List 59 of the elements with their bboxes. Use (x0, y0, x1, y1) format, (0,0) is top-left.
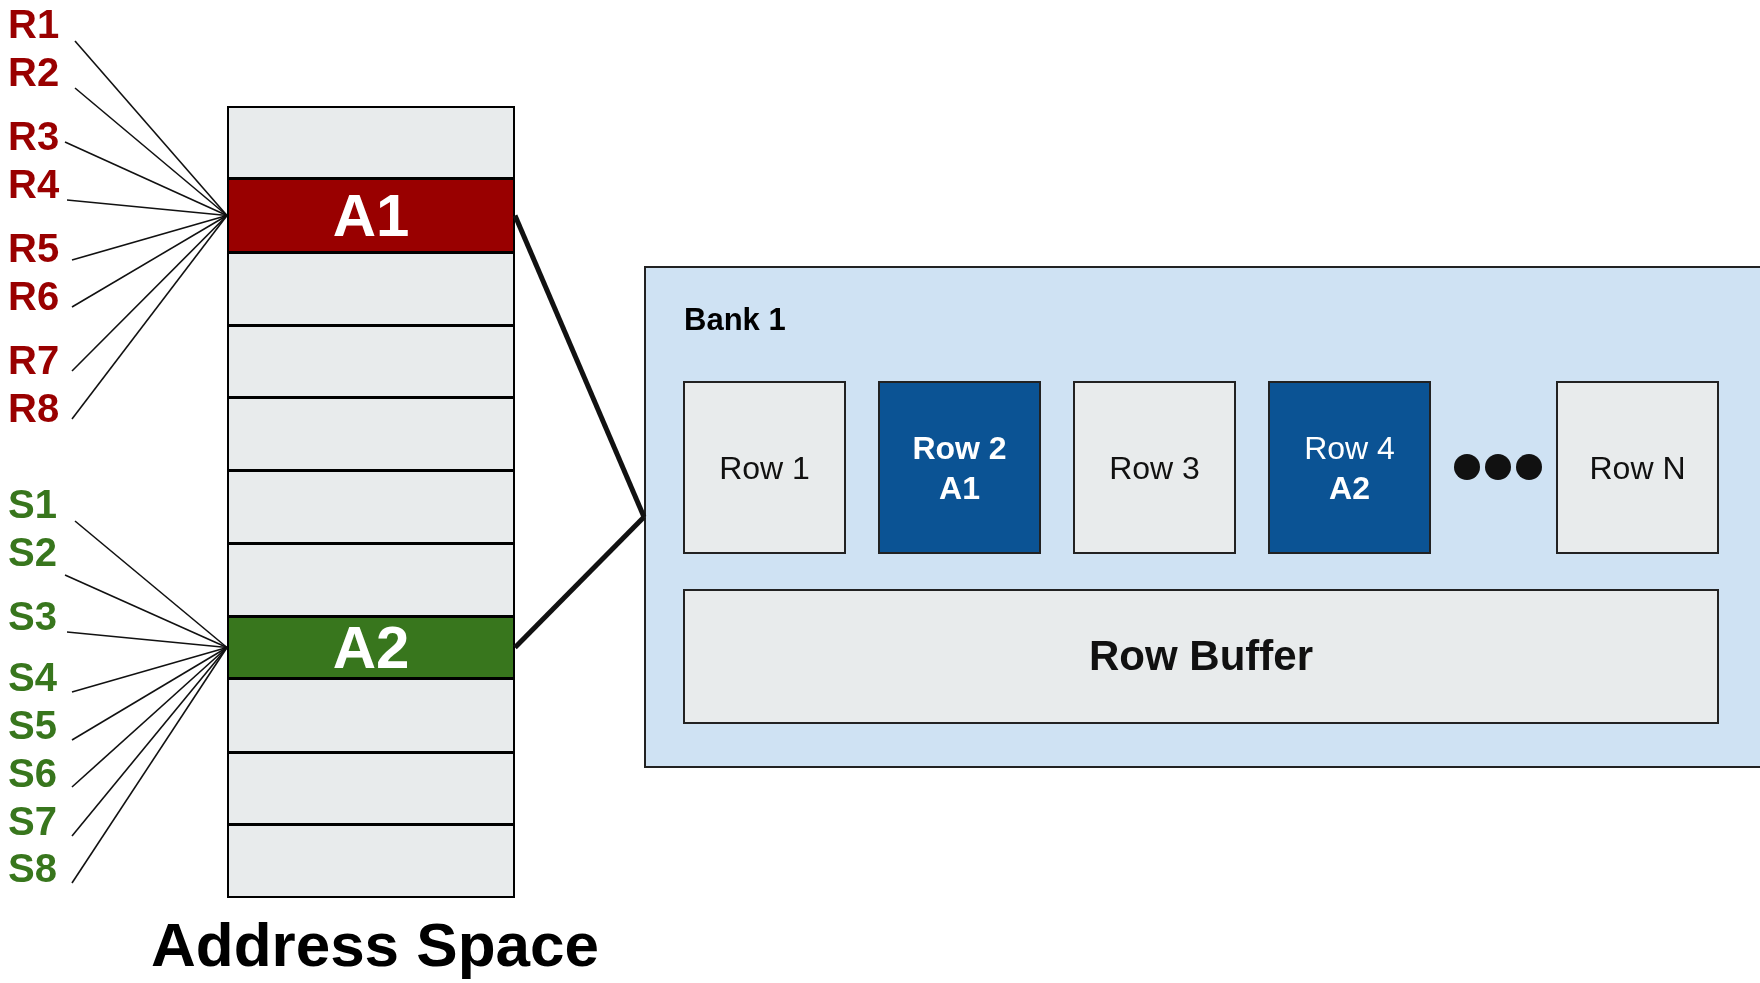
row-label: Row N (1589, 448, 1686, 488)
leader-line (64, 574, 228, 649)
access-label: R1 (8, 2, 66, 46)
row-buffer-box (683, 589, 1719, 724)
highlighted-address-row (227, 616, 515, 679)
address-row (227, 106, 515, 179)
access-label: S4 (8, 655, 66, 699)
row-label: Row 2 (912, 428, 1007, 468)
highlighted-address-row (227, 178, 515, 253)
access-label: S1 (8, 482, 66, 526)
access-label: R3 (8, 114, 66, 158)
memory-row-box (1268, 381, 1431, 554)
address-row (227, 678, 515, 753)
row-label: A2 (1329, 468, 1370, 508)
access-label: S7 (8, 799, 66, 843)
row-label: A1 (939, 468, 980, 508)
leader-line (71, 214, 228, 261)
leader-line (71, 646, 228, 884)
leader-line (66, 199, 228, 217)
address-row (227, 325, 515, 398)
connector-line (512, 214, 647, 518)
row-label: A1 (332, 181, 410, 251)
leader-line (71, 214, 228, 420)
access-label: R7 (8, 338, 66, 382)
address-row (227, 470, 515, 544)
row-label: Row Buffer (1089, 631, 1313, 682)
row-label: Row 1 (719, 448, 810, 488)
access-label: R8 (8, 386, 66, 430)
access-label: S5 (8, 703, 66, 747)
address-row (227, 252, 515, 326)
address-row (227, 543, 515, 617)
memory-row-box (1556, 381, 1719, 554)
leader-line (74, 520, 228, 649)
leader-line (64, 141, 228, 217)
address-row (227, 397, 515, 471)
access-label: R2 (8, 50, 66, 94)
access-label: S8 (8, 846, 66, 890)
access-label: S6 (8, 751, 66, 795)
leader-line (74, 87, 228, 217)
connector-line (513, 515, 646, 650)
access-label: S2 (8, 530, 66, 574)
memory-row-box (878, 381, 1041, 554)
bank-panel (644, 266, 1760, 768)
leader-line (71, 646, 228, 693)
leader-line (71, 214, 228, 308)
row-label: A2 (332, 613, 410, 683)
leader-line (66, 631, 228, 649)
memory-row-box (1073, 381, 1236, 554)
row-label: Row 3 (1109, 448, 1200, 488)
access-label: R5 (8, 226, 66, 270)
leader-line (71, 646, 228, 837)
address-row (227, 752, 515, 825)
access-label: R6 (8, 274, 66, 318)
address-row (227, 824, 515, 898)
access-label: S3 (8, 594, 66, 638)
access-label: R4 (8, 162, 66, 206)
row-label: Row 4 (1304, 428, 1395, 468)
bank-title: Bank 1 (684, 304, 786, 335)
memory-row-box (683, 381, 846, 554)
